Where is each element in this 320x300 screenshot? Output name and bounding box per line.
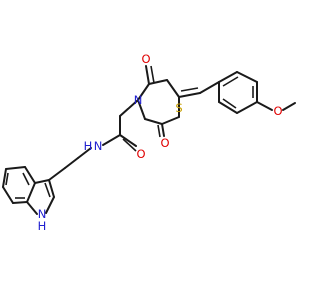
atom-o-methoxy: O [273,104,282,118]
atom-n-amide: N [94,139,103,153]
atom-s: S [175,101,182,115]
atom-n-indole: N [38,207,47,221]
atom-h-indole: H [38,219,47,233]
molecule-diagram: O S N O O N H N H O [2,52,296,233]
atom-layer: O S N O O N H N H O [38,52,283,233]
atom-o-amide: O [136,147,145,161]
atom-h-amide: H [84,139,93,153]
atom-n-ring: N [134,93,143,107]
atom-o-top: O [141,52,150,66]
bond-layer [2,65,296,215]
atom-o-right: O [160,136,169,150]
